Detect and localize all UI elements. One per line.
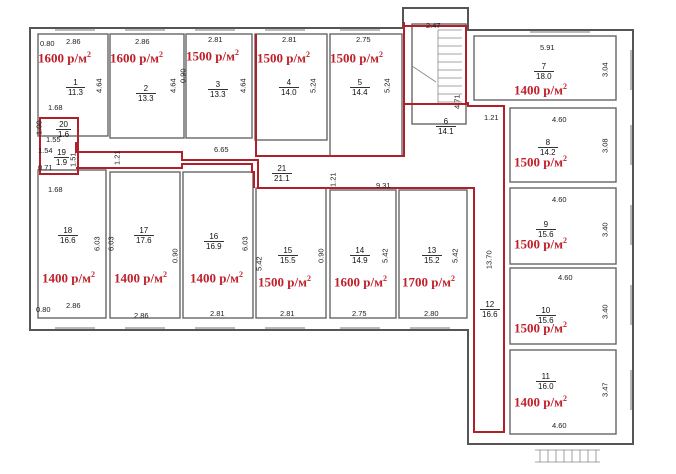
dim-label: 5.42 (380, 248, 390, 264)
dim-label: 0.80 (36, 305, 51, 314)
dim-label: 3.04 (600, 62, 610, 78)
dim-label: 4.60 (552, 195, 567, 204)
dim-label: 2.47 (426, 21, 441, 30)
dim-label: 2.81 (208, 35, 223, 44)
dim-label: 2.81 (282, 35, 297, 44)
room-9-price: 1500 р/м2 (514, 236, 567, 252)
room-7-price: 1400 р/м2 (514, 82, 567, 98)
dim-label: 6.03 (240, 236, 250, 252)
dim-label: 3.08 (600, 138, 610, 154)
dim-label: 2.86 (66, 37, 81, 46)
dim-label: 1.68 (48, 185, 63, 194)
dim-label: 1.54 (38, 146, 53, 155)
dim-label: 2.75 (352, 309, 367, 318)
room-18-price: 1400 р/м2 (42, 270, 95, 286)
room-8-price: 1500 р/м2 (514, 154, 567, 170)
room-11-price: 1400 р/м2 (514, 394, 567, 410)
room-17-price: 1400 р/м2 (114, 270, 167, 286)
room-2-price: 1600 р/м2 (110, 50, 163, 66)
dim-label: 4.71 (452, 94, 462, 110)
room-13-price: 1700 р/м2 (402, 274, 455, 290)
dim-label: 6.65 (214, 145, 229, 154)
dim-label: 0.71 (38, 163, 53, 172)
room-1-price: 1600 р/м2 (38, 50, 91, 66)
dim-label: 13.70 (484, 250, 494, 270)
dim-label: 2.86 (66, 301, 81, 310)
dim-label: 4.60 (552, 115, 567, 124)
dim-label: 1.51 (68, 152, 78, 168)
dim-label: 2.86 (135, 37, 150, 46)
dim-label: 2.81 (280, 309, 295, 318)
dim-label: 1.00 (34, 120, 44, 136)
dim-label: 5.24 (382, 78, 392, 94)
dim-label: 4.64 (238, 78, 248, 94)
dim-label: 5.42 (450, 248, 460, 264)
room-10-price: 1500 р/м2 (514, 320, 567, 336)
dim-label: 1.68 (48, 103, 63, 112)
dim-label: 3.47 (600, 382, 610, 398)
dim-label: 3.40 (600, 222, 610, 238)
dim-label: 0.80 (40, 39, 55, 48)
dim-label: 1.21 (484, 113, 499, 122)
dim-label: 1.55 (46, 135, 61, 144)
dim-label: 9.31 (376, 181, 391, 190)
dim-label: 6.03 (92, 236, 102, 252)
dim-label: 1.21 (112, 150, 122, 166)
dim-label: 4.60 (552, 421, 567, 430)
dim-label: 4.60 (558, 273, 573, 282)
room-4-price: 1500 р/м2 (257, 50, 310, 66)
dim-label: 2.75 (356, 35, 371, 44)
room-14-price: 1600 р/м2 (334, 274, 387, 290)
room-15-price: 1500 р/м2 (258, 274, 311, 290)
dim-label: 4.64 (94, 78, 104, 94)
room-3-price: 1500 р/м2 (186, 48, 239, 64)
dim-label: 6.03 (106, 236, 116, 252)
dim-label: 0.90 (316, 248, 326, 264)
room-16-price: 1400 р/м2 (190, 270, 243, 286)
dim-label: 1.21 (328, 172, 338, 188)
dim-label: 2.81 (210, 309, 225, 318)
dim-label: 5.24 (308, 78, 318, 94)
dim-label: 4.64 (168, 78, 178, 94)
dim-label: 2.80 (424, 309, 439, 318)
dim-label: 0.90 (178, 68, 188, 84)
room-5-price: 1500 р/м2 (330, 50, 383, 66)
dim-label: 2.86 (134, 311, 149, 320)
dim-label: 3.40 (600, 304, 610, 320)
dim-label: 5.42 (254, 256, 264, 272)
dim-label: 0.90 (170, 248, 180, 264)
dim-label: 5.91 (540, 43, 555, 52)
